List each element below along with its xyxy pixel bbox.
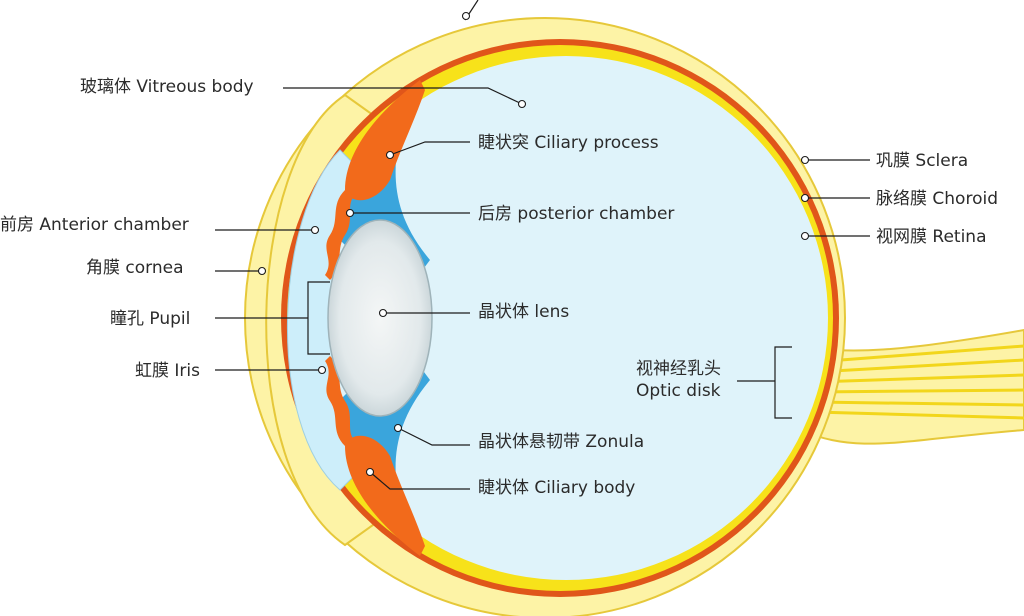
label-vitreous-body: 玻璃体 Vitreous body (80, 77, 254, 97)
label-iris: 虹膜 Iris (135, 361, 200, 381)
label-zonula: 晶状体悬韧带 Zonula (478, 432, 644, 452)
label-lens: 晶状体 lens (478, 302, 569, 322)
label-optic-disk-en: Optic disk (636, 381, 721, 401)
optic-nerve-fibers (814, 344, 1024, 420)
leader-lines (215, 0, 870, 490)
label-ciliary-body: 睫状体 Ciliary body (478, 478, 635, 498)
lens (327, 219, 433, 417)
label-posterior-chamber: 后房 posterior chamber (478, 204, 674, 224)
ciliary-body-upper (345, 80, 425, 201)
label-optic-disk-cn: 视神经乳头 (636, 359, 721, 379)
ciliary-body-lower (345, 435, 425, 556)
label-cornea: 角膜 cornea (86, 258, 184, 278)
labels: 玻璃体 Vitreous body 睫状突 Ciliary process 巩膜… (0, 77, 998, 498)
iris-lower (325, 356, 355, 446)
label-anterior-chamber: 前房 Anterior chamber (0, 215, 189, 235)
label-choroid: 脉络膜 Choroid (876, 189, 998, 209)
label-sclera: 巩膜 Sclera (876, 151, 968, 171)
vitreous-body (304, 56, 828, 580)
label-pupil: 瞳孔 Pupil (110, 309, 190, 329)
label-retina: 视网膜 Retina (876, 227, 987, 247)
label-ciliary-process: 睫状突 Ciliary process (478, 133, 659, 153)
